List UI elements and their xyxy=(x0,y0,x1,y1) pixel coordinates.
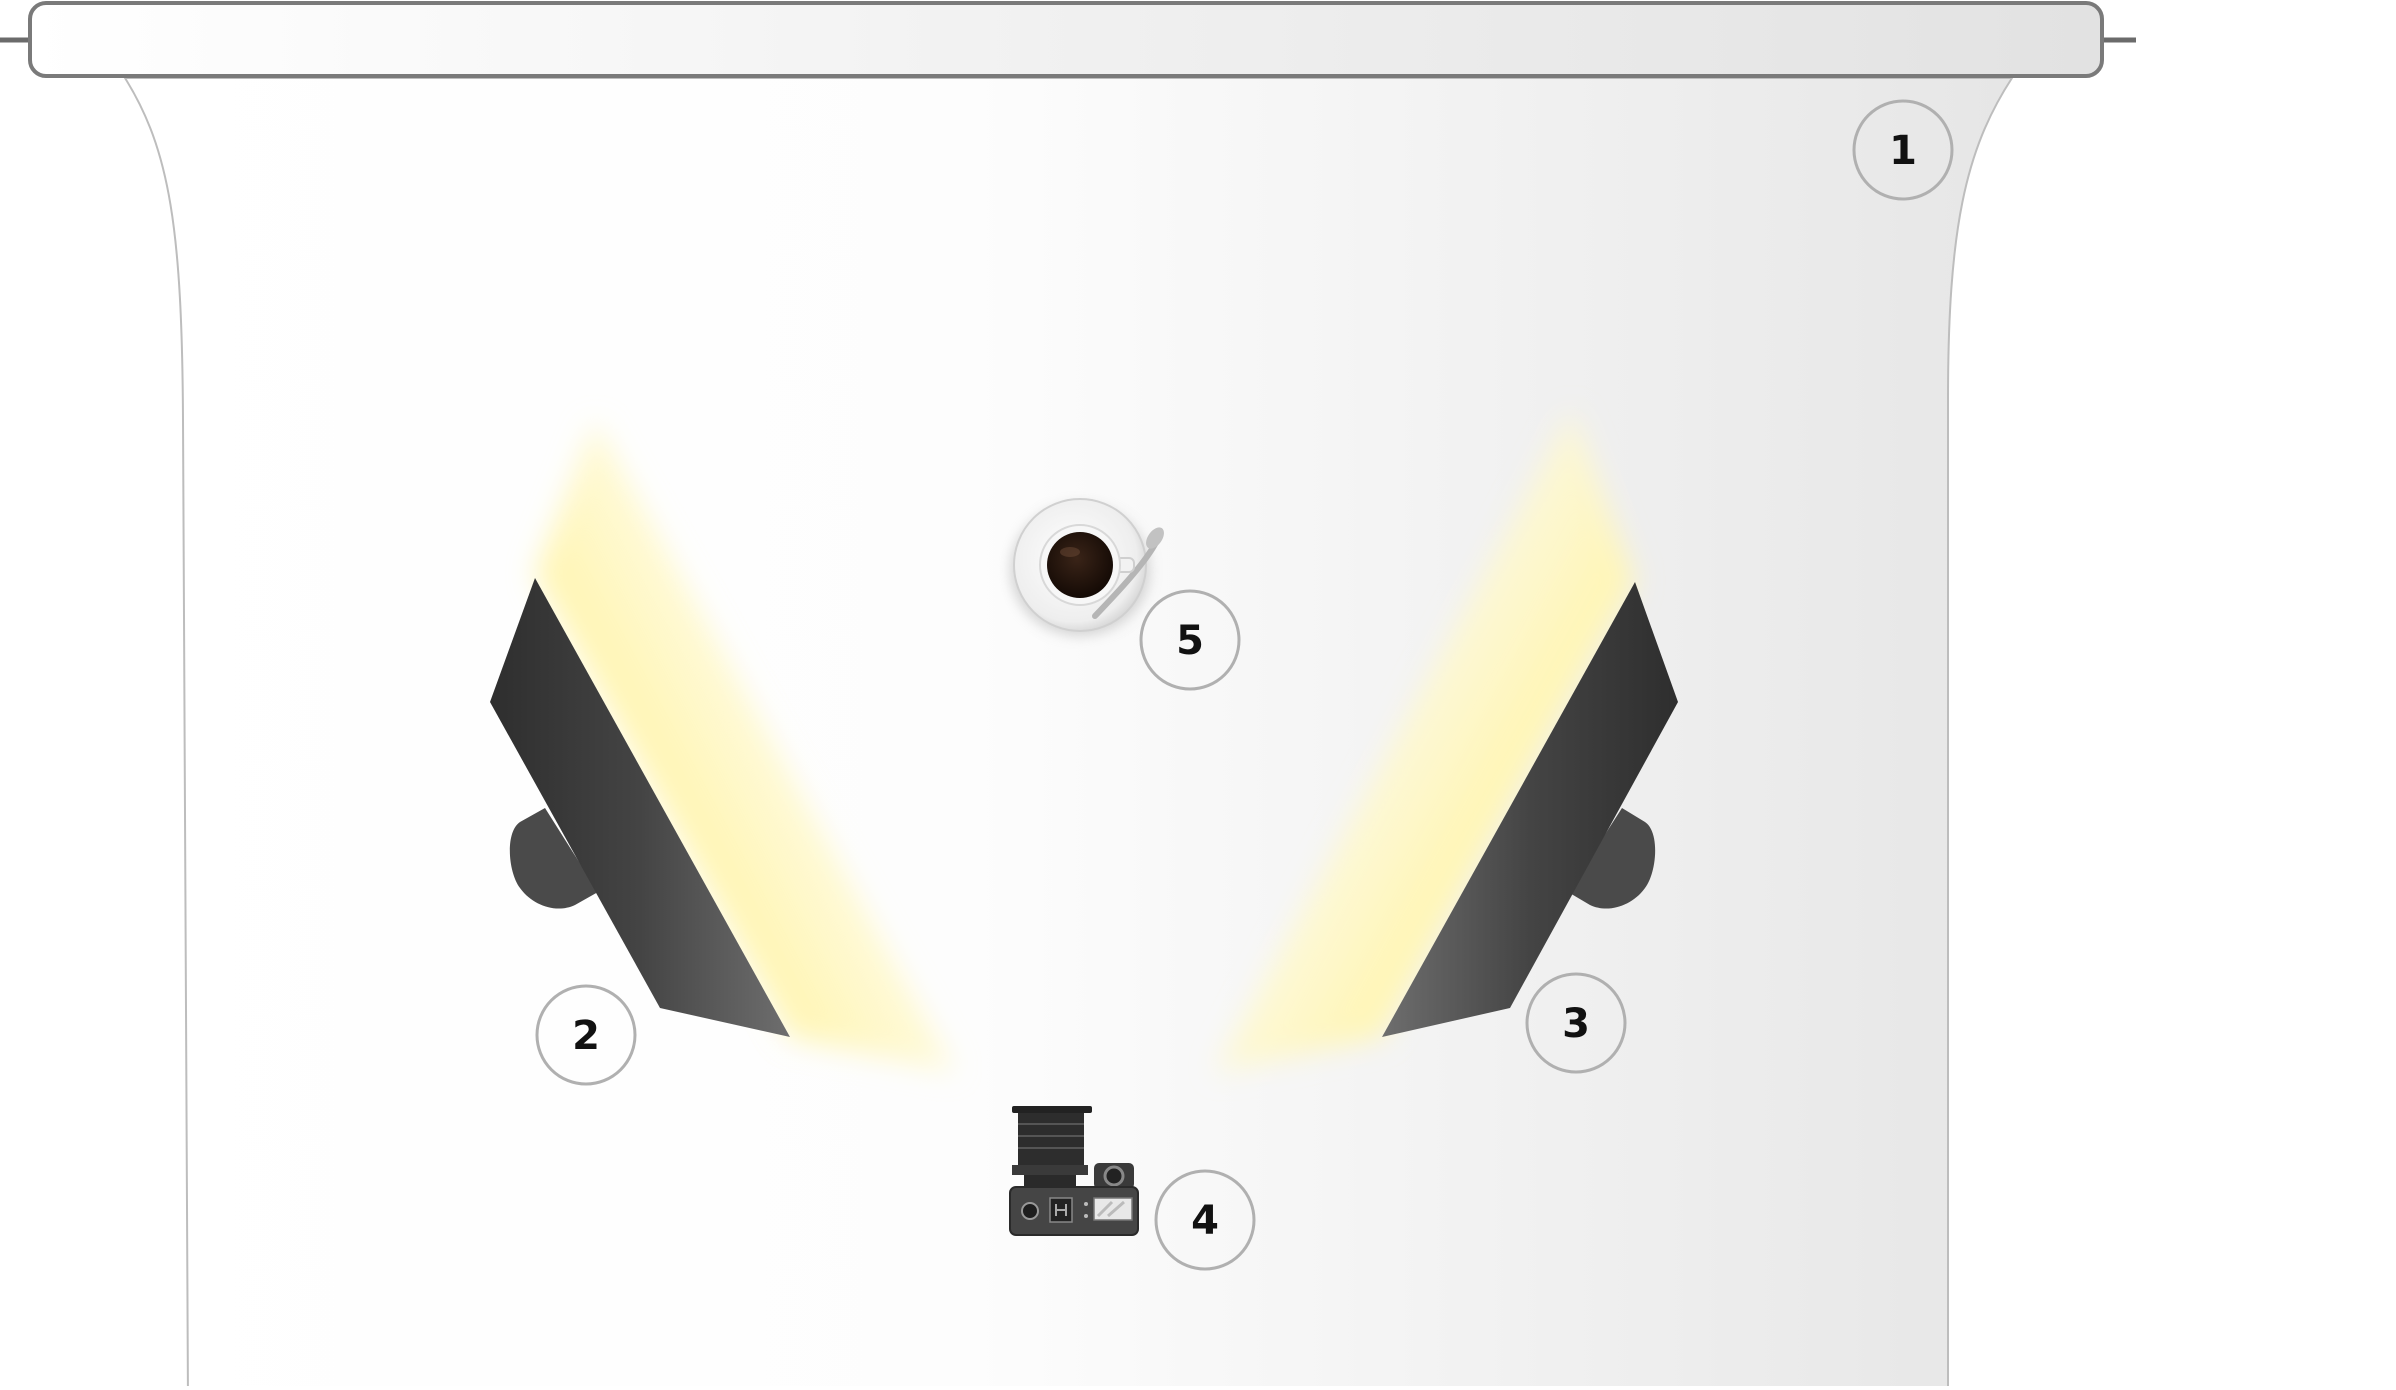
backdrop-roll-icon xyxy=(0,1,2136,78)
softbox-left xyxy=(490,420,955,1072)
marker-backdrop: 1 xyxy=(1852,99,1954,201)
marker-label: 4 xyxy=(1191,1198,1219,1244)
marker-label: 3 xyxy=(1562,1001,1590,1047)
marker-softbox-left: 2 xyxy=(535,984,637,1086)
softbox-right xyxy=(1215,410,1678,1072)
marker-camera: 4 xyxy=(1154,1169,1256,1271)
coffee-cup-icon xyxy=(1010,498,1164,636)
marker-label: 5 xyxy=(1176,618,1204,664)
softbox-icon xyxy=(1382,582,1678,1037)
softbox-icon xyxy=(490,578,790,1037)
marker-softbox-right: 3 xyxy=(1525,972,1627,1074)
marker-coffee-cup: 5 xyxy=(1139,589,1241,691)
marker-label: 1 xyxy=(1889,128,1917,174)
light-beam-right xyxy=(1215,410,1635,1072)
marker-label: 2 xyxy=(572,1013,600,1059)
backdrop-paper xyxy=(123,77,2014,1390)
camera-icon xyxy=(1009,1106,1139,1236)
backdrop xyxy=(0,1,2136,1390)
light-beam-left xyxy=(535,420,955,1072)
